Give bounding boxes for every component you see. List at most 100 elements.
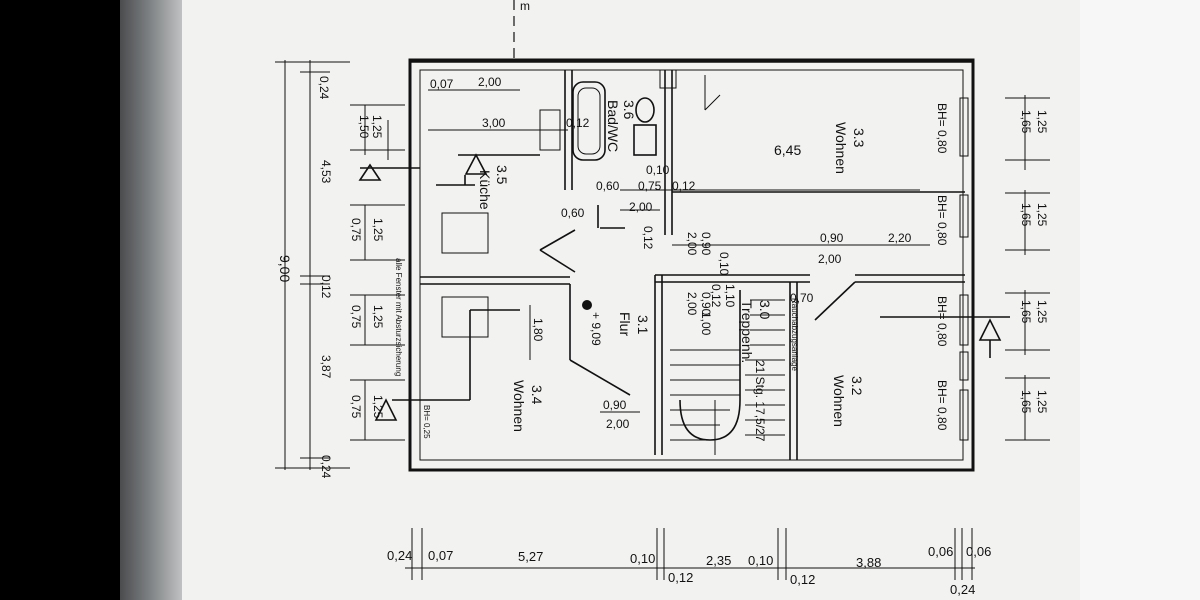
right-dimension-chain [1005,95,1050,441]
dim-s2: 2,00 [685,232,699,256]
dim-w4: 0,70 [790,291,814,305]
dim-f3: 2,00 [606,417,630,431]
room-kueche-number: 3.5 [494,165,510,185]
dim-left-w4a: 1,25 [371,395,385,419]
section-arrow-left-icon [358,163,382,181]
dim-bottom-d6: 2,35 [706,553,731,568]
page-shadow [120,0,182,600]
section-arrow-north-icon [464,153,488,175]
left-dimension-chain [275,60,405,470]
corner-chimney-b [704,94,721,111]
dim-bottom-d7: 0,10 [748,553,773,568]
note-windows: alle Fenster mit Absturzsicherung [394,258,403,376]
sill-height-5: BH= 0,25 [422,405,431,439]
dim-bottom-d10: 0,06 [928,544,953,559]
sill-height-3: BH= 0,80 [935,296,949,347]
left-dimensions: 9,00 0,24 4,53 0,12 3,87 0,24 1,25 1,50 … [277,76,385,479]
dim-f2: 0,90 [603,398,627,412]
washbasin [633,124,657,156]
room-flur-name: Flur [617,312,633,336]
dim-s7: 1,10 [723,284,737,308]
dim-s6: 0,12 [709,284,723,308]
flur-chevron-a [539,229,576,251]
dim-s1: 0,90 [699,232,713,256]
room-treppen-number: 3.0 [757,300,773,320]
dim-left-lower: 3,87 [319,355,333,379]
outer-wall-line [408,58,975,472]
dim-w1: 0,90 [820,231,844,245]
dim-s4: 2,00 [685,292,699,316]
sill-height-2: BH= 0,80 [935,195,949,246]
dim-left-w3b: 0,75 [349,305,363,329]
notes: alle Fenster mit Absturzsicherung Raucha… [394,258,799,376]
dim-left-w2b: 0,75 [349,218,363,242]
room-wohnen-nw-area: 6,45 [774,142,801,158]
dim-b2: 0,60 [596,179,620,193]
flur-level: + 9,09 [589,312,603,346]
dim-bottom-d1: 0,24 [387,548,412,563]
section-arrow-west-icon [374,398,398,421]
top-mark-label: m [520,0,530,13]
room-labels: 3.6 Bad/WC 3.5 Küche 6,45 3.3 Wohnen 3.4… [477,100,867,442]
right-dimensions: 1,25 1,65 1,25 1,65 1,25 1,65 1,25 1,65 [1019,110,1049,414]
stair-treads-right [745,299,785,436]
sill-height-1: BH= 0,80 [935,103,949,154]
section-markers [358,153,1010,421]
dim-k2: 2,00 [478,75,502,89]
living-table [441,296,489,338]
staircase [670,290,785,455]
room-bad-name: Bad/WC [605,100,621,152]
sill-height-4: BH= 0,80 [935,380,949,431]
room-flur-number: 3.1 [635,315,651,335]
window-east-3 [959,294,969,346]
level-marker-icon [582,300,592,310]
dim-right-a1: 1,25 [1035,110,1049,134]
window-east-5 [959,389,969,441]
room-wohnen-nw-name: Wohnen [833,122,849,174]
bottom-dimensions: 0,24 0,07 5,27 0,10 0,12 2,35 0,10 0,12 … [387,544,991,597]
dim-right-c2: 1,65 [1019,300,1033,324]
dim-bottom-d4: 0,10 [630,551,655,566]
note-smoke-extraction: Rauchabzugsanlage [790,298,799,371]
room-bad-number: 3.6 [621,100,637,120]
room-wohnen-sw-name: Wohnen [511,380,527,432]
inner-dimension-lines [428,89,930,413]
dim-s3: 0,90 [699,292,713,316]
door-swing-se [814,281,856,321]
room-wohnen-se-name: Wohnen [831,375,847,427]
bathtub-inner [577,87,601,155]
device-bezel-right [1080,0,1200,600]
dim-left-bottom-wall: 0,24 [319,455,333,479]
dim-b4: 0,12 [672,179,696,193]
outer-walls [408,58,975,472]
dim-f1: 1,80 [531,318,545,342]
dim-b7: 0,12 [641,226,655,250]
dim-left-w1a: 1,25 [370,115,384,139]
window-east-2 [959,194,969,238]
dim-left-mid-wall: 0,12 [319,275,333,299]
inner-dimensions: 0,07 2,00 3,00 0,12 0,10 0,60 0,75 0,12 … [430,75,912,431]
room-treppen-name: Treppenh. [739,300,755,363]
kitchen-table [441,212,489,254]
stairs-count: 21 Stg. 17,5/27 [753,360,767,442]
dim-right-d1: 1,25 [1035,390,1049,414]
bottom-dimension-chain [405,528,975,580]
dim-bottom-d9: 3,88 [856,555,881,570]
dim-left-top-wall: 0,24 [317,76,331,100]
dim-bottom-d12: 0,24 [950,582,975,597]
east-window-marks [959,97,969,441]
dim-k4: 0,12 [566,116,590,130]
dim-bottom-d5: 0,12 [668,570,693,585]
dim-bottom-d11: 0,06 [966,544,991,559]
dim-bottom-d8: 0,12 [790,572,815,587]
bath-shaft [659,69,677,89]
dim-b1: 0,10 [646,163,670,177]
device-bezel-left [0,0,120,600]
dim-left-total: 9,00 [277,255,293,282]
room-wohnen-nw-number: 3.3 [851,128,867,148]
dim-bottom-d3: 5,27 [518,549,543,564]
dim-s5: 0,10 [717,252,731,276]
dim-left-w3a: 1,25 [371,305,385,329]
fixtures [441,69,721,338]
